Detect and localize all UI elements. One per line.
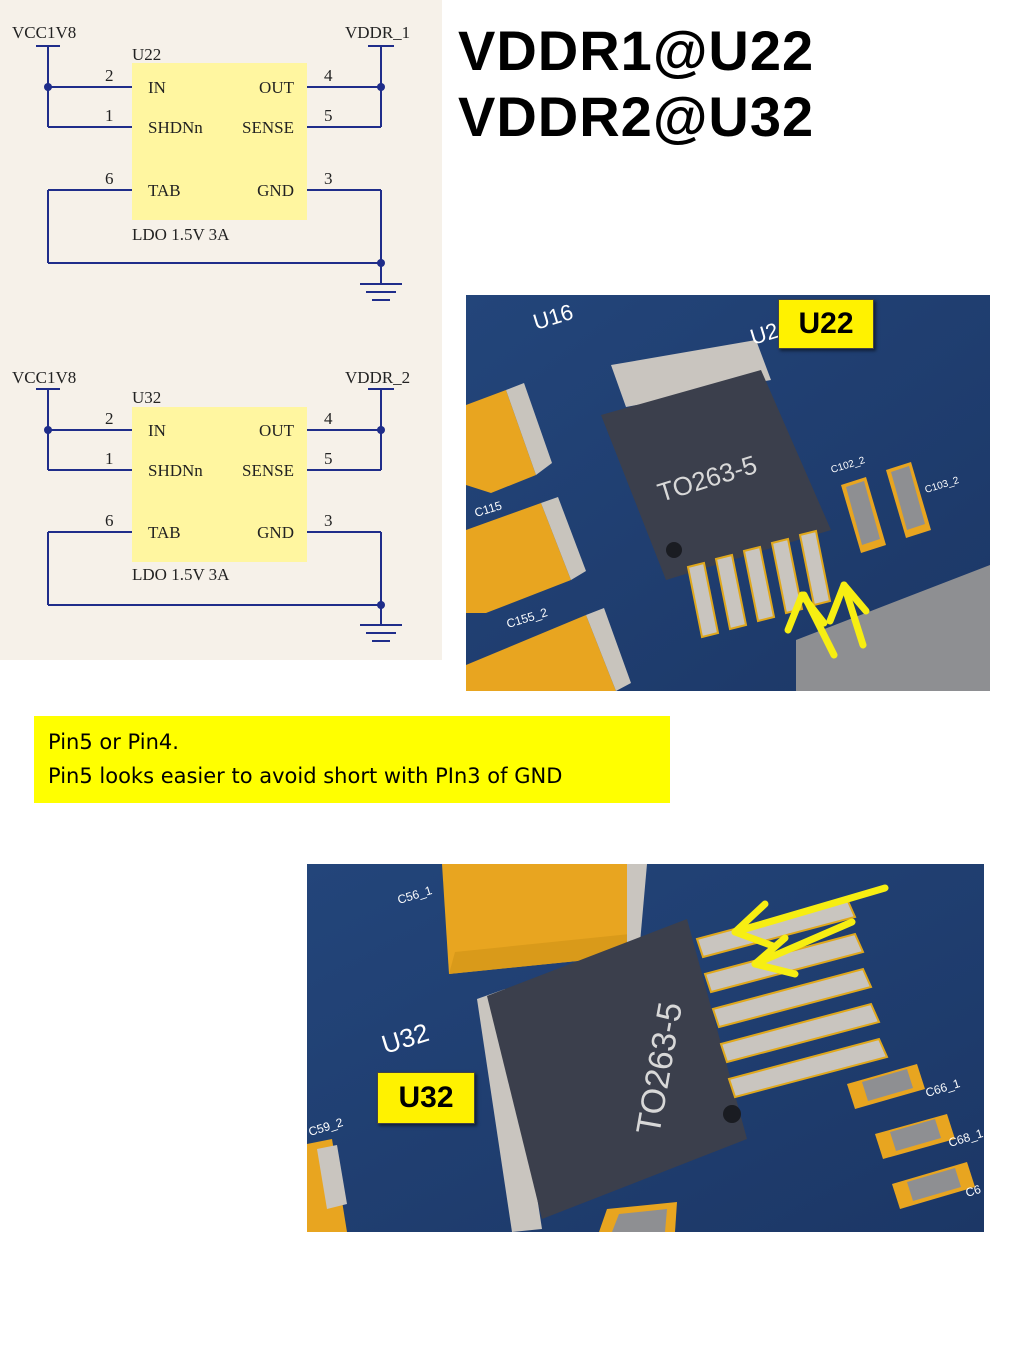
silk-c6: C6 (964, 1182, 983, 1200)
pin-num: 6 (105, 511, 114, 530)
pin-num: 2 (105, 66, 114, 85)
ref-label: U22 (132, 45, 161, 64)
schematic-u32: VCC1V8 VDDR_2 U32 LDO 1.5V 3A IN SHDNn T… (0, 335, 442, 660)
pin-name-sense: SENSE (242, 461, 294, 480)
pin-name-tab: TAB (148, 181, 181, 200)
pin-name-in: IN (148, 421, 166, 440)
pin-name-sense: SENSE (242, 118, 294, 137)
pin-name-in: IN (148, 78, 166, 97)
title-line-2: VDDR2@U32 (458, 85, 815, 148)
arrow-icon (731, 884, 889, 978)
pin-name-out: OUT (259, 78, 295, 97)
part-value-label: LDO 1.5V 3A (132, 565, 230, 584)
ref-label: U32 (132, 388, 161, 407)
part-value-label: LDO 1.5V 3A (132, 225, 230, 244)
pin-num: 1 (105, 106, 114, 125)
pcb-view-u22: TO263-5 U16 U2 C115 C155_2 C102_2 C103_2 (466, 295, 990, 691)
supply-out-label: VDDR_2 (345, 368, 410, 387)
note-line-2: Pin5 looks easier to avoid short with PI… (48, 764, 563, 788)
pin-num: 6 (105, 169, 114, 188)
title-line-1: VDDR1@U22 (458, 19, 815, 82)
pcb-view-u32: TO263-5 C56_1 U32 C59_2 C66_1 C68_1 C6 (307, 864, 984, 1232)
pin-num: 5 (324, 449, 333, 468)
pin-num: 4 (324, 409, 333, 428)
supply-in-label: VCC1V8 (12, 23, 76, 42)
pin-num: 5 (324, 106, 333, 125)
arrow-icon (784, 581, 870, 659)
u22-callout: U22 (778, 299, 874, 349)
pin-num: 1 (105, 449, 114, 468)
schematic-u22: VCC1V8 VDDR_1 U22 LDO 1.5V 3A IN SHDNn T… (0, 0, 442, 335)
pin-num: 3 (324, 169, 333, 188)
page-title: VDDR1@U22 VDDR2@U32 (458, 18, 978, 150)
supply-in-label: VCC1V8 (12, 368, 76, 387)
pin-name-gnd: GND (257, 181, 294, 200)
supply-out-label: VDDR_1 (345, 23, 410, 42)
pin-name-shdnn: SHDNn (148, 118, 203, 137)
note-line-1: Pin5 or Pin4. (48, 730, 179, 754)
pin-num: 3 (324, 511, 333, 530)
note-callout: Pin5 or Pin4. Pin5 looks easier to avoid… (34, 716, 670, 803)
pin-name-out: OUT (259, 421, 295, 440)
u32-callout: U32 (377, 1072, 475, 1124)
pin-name-gnd: GND (257, 523, 294, 542)
pin-name-tab: TAB (148, 523, 181, 542)
pin-num: 4 (324, 66, 333, 85)
pin-num: 2 (105, 409, 114, 428)
pin-name-shdnn: SHDNn (148, 461, 203, 480)
